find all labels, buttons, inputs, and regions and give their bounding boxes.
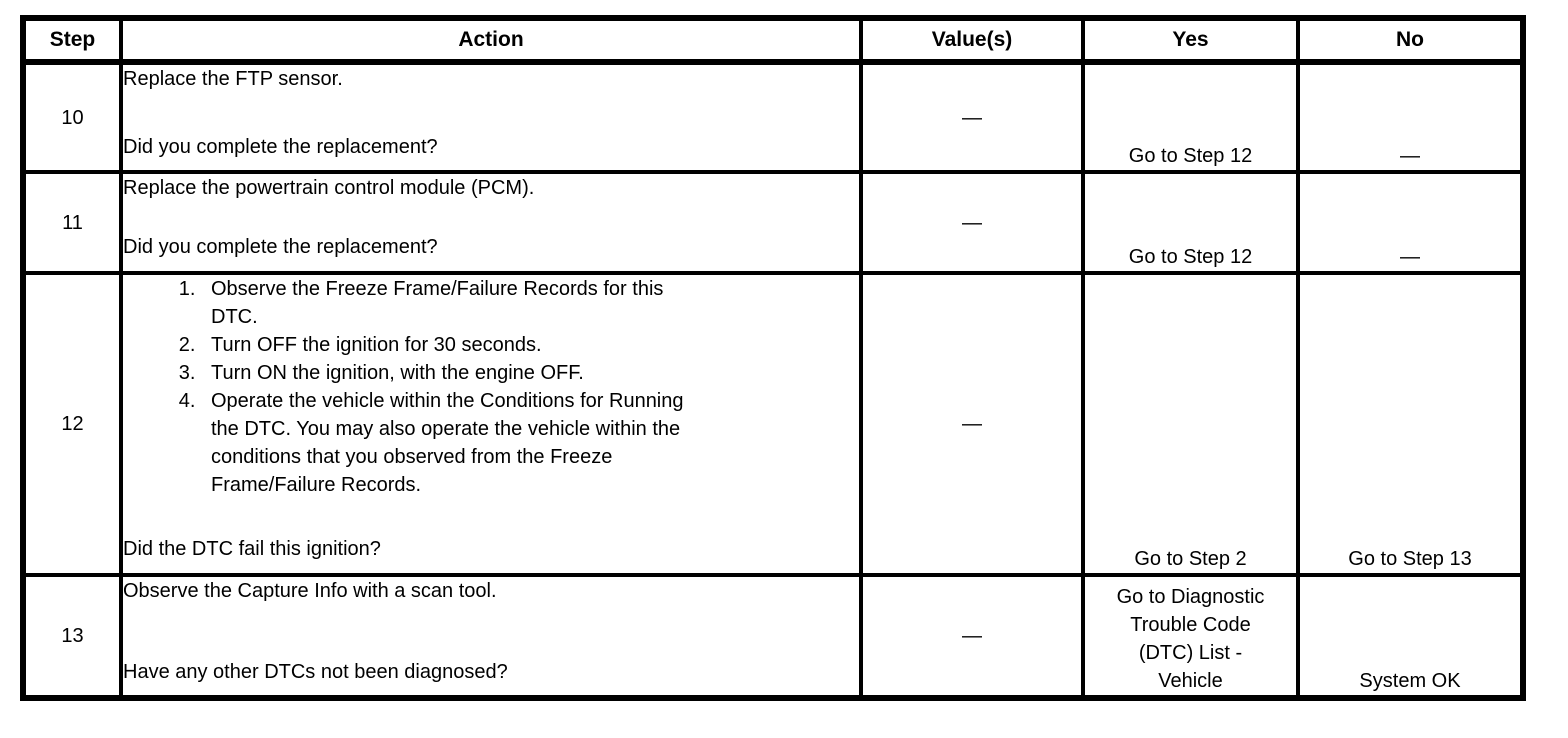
table-row-step-12: 12 Observe the Freeze Frame/Failure Reco… bbox=[21, 271, 1525, 577]
value-cell: — bbox=[859, 573, 1085, 700]
action-question: Did you complete the replacement? bbox=[123, 136, 438, 158]
col-header-step: Step bbox=[21, 16, 123, 65]
action-text: Replace the powertrain control module (P… bbox=[123, 177, 535, 199]
table-row-step-13: 13 Observe the Capture Info with a scan … bbox=[21, 573, 1525, 700]
list-item: Operate the vehicle within the Condition… bbox=[201, 387, 859, 499]
step-number: 10 bbox=[21, 60, 123, 174]
col-header-no: No bbox=[1296, 16, 1525, 65]
no-cell: System OK bbox=[1296, 573, 1525, 700]
list-item: Turn OFF the ignition for 30 seconds. bbox=[201, 331, 859, 359]
action-question: Did the DTC fail this ignition? bbox=[123, 538, 381, 560]
list-item: Turn ON the ignition, with the engine OF… bbox=[201, 359, 859, 387]
no-cell: — bbox=[1296, 60, 1525, 174]
col-header-action: Action bbox=[119, 16, 863, 65]
action-cell: Replace the FTP sensor. Did you complete… bbox=[119, 60, 863, 174]
yes-cell: Go to Step 12 bbox=[1081, 60, 1300, 174]
diagnostic-table: Step Action Value(s) Yes No 10 Replace t… bbox=[20, 15, 1526, 701]
step-number: 12 bbox=[21, 271, 123, 577]
header-row: Step Action Value(s) Yes No bbox=[21, 16, 1525, 65]
yes-cell: Go to Diagnostic Trouble Code (DTC) List… bbox=[1081, 573, 1300, 700]
yes-cell: Go to Step 2 bbox=[1081, 271, 1300, 577]
action-text: Observe the Capture Info with a scan too… bbox=[123, 580, 497, 602]
action-question: Have any other DTCs not been diagnosed? bbox=[123, 661, 508, 683]
action-cell: Replace the powertrain control module (P… bbox=[119, 170, 863, 275]
col-header-yes: Yes bbox=[1081, 16, 1300, 65]
col-header-values: Value(s) bbox=[859, 16, 1085, 65]
action-steps-list: Observe the Freeze Frame/Failure Records… bbox=[123, 275, 859, 499]
no-cell: — bbox=[1296, 170, 1525, 275]
table-row-step-11: 11 Replace the powertrain control module… bbox=[21, 170, 1525, 275]
action-cell: Observe the Freeze Frame/Failure Records… bbox=[119, 271, 863, 577]
value-cell: — bbox=[859, 170, 1085, 275]
step-number: 11 bbox=[21, 170, 123, 275]
action-question: Did you complete the replacement? bbox=[123, 236, 438, 258]
step-number: 13 bbox=[21, 573, 123, 700]
yes-cell: Go to Step 12 bbox=[1081, 170, 1300, 275]
action-cell: Observe the Capture Info with a scan too… bbox=[119, 573, 863, 700]
action-text: Replace the FTP sensor. bbox=[123, 68, 343, 90]
list-item: Observe the Freeze Frame/Failure Records… bbox=[201, 275, 859, 331]
value-cell: — bbox=[859, 60, 1085, 174]
table-row-step-10: 10 Replace the FTP sensor. Did you compl… bbox=[21, 60, 1525, 174]
no-cell: Go to Step 13 bbox=[1296, 271, 1525, 577]
value-cell: — bbox=[859, 271, 1085, 577]
